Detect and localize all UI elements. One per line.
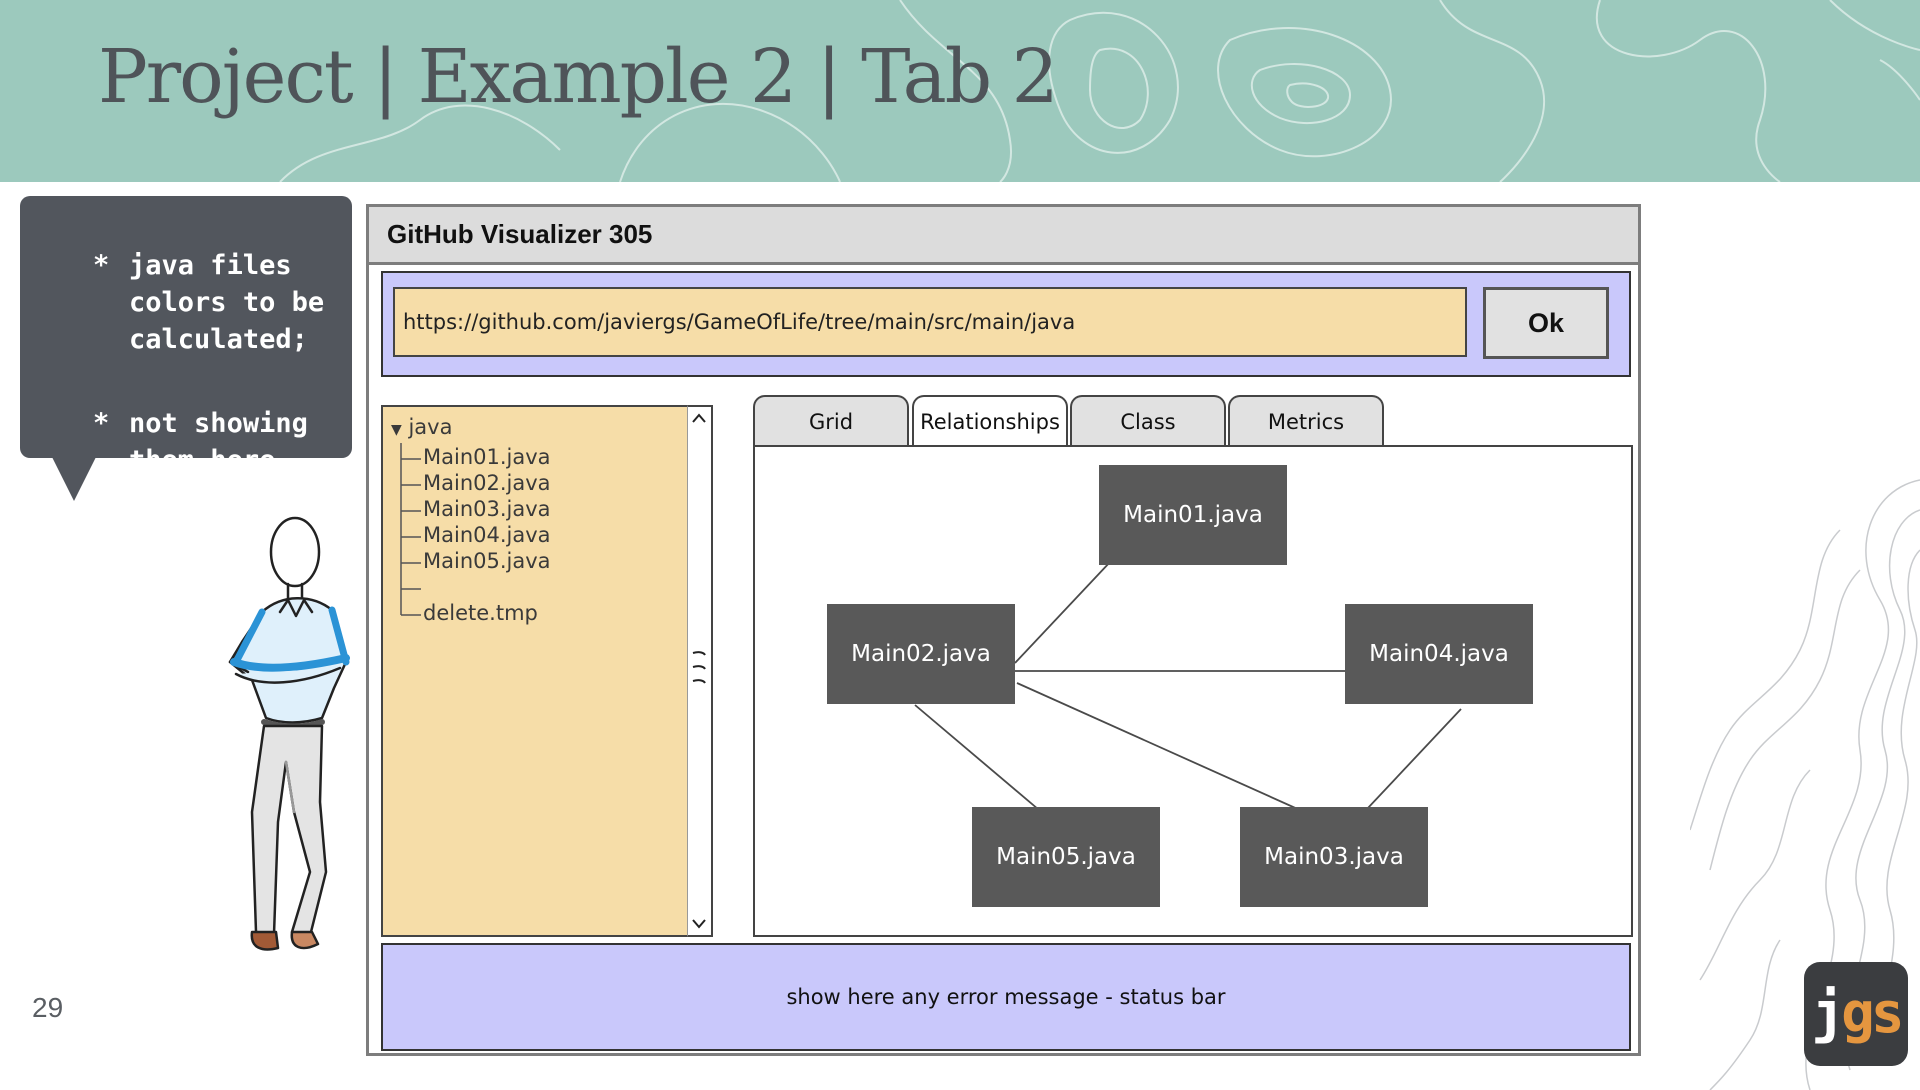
ok-button[interactable]: Ok	[1483, 287, 1609, 359]
tree-item[interactable]: Main05.java	[423, 549, 551, 573]
tab-metrics[interactable]: Metrics	[1228, 395, 1384, 447]
note-text: not showing them here	[129, 408, 308, 476]
url-input[interactable]	[393, 287, 1467, 357]
status-bar: show here any error message - status bar	[381, 943, 1631, 1051]
tree-root[interactable]: ▼ java	[391, 415, 452, 439]
scroll-down-icon[interactable]	[691, 917, 707, 931]
note-item: * not showing them here	[28, 368, 379, 516]
page-title: Project | Example 2 | Tab 2	[98, 34, 1059, 120]
edge-main01-main02	[1014, 560, 1112, 664]
graph-edges	[914, 560, 1462, 816]
graph-node[interactable]: Main04.java	[1345, 604, 1533, 704]
bullet-star: *	[93, 408, 110, 439]
relationships-canvas: Main01.java Main02.java Main04.java Main…	[753, 445, 1633, 937]
graph-node[interactable]: Main05.java	[972, 807, 1160, 907]
note-text: java files colors to be calculated;	[129, 250, 325, 355]
tree-item[interactable]: Main01.java	[423, 445, 551, 469]
app-window: GitHub Visualizer 305 Ok ▼ java Main01.j…	[366, 204, 1641, 1056]
page-number: 29	[32, 992, 64, 1023]
speech-bubble: * java files colors to be calculated; * no…	[20, 196, 352, 476]
logo-text-j: j	[1811, 981, 1845, 1046]
slide-header: Project | Example 2 | Tab 2	[0, 0, 1920, 182]
note-item: * java files colors to be calculated;	[28, 210, 379, 395]
tree-item[interactable]: Main02.java	[423, 471, 551, 495]
scroll-up-icon[interactable]	[691, 411, 707, 425]
logo-text-gs: gs	[1841, 981, 1904, 1046]
app-title: GitHub Visualizer 305	[387, 219, 653, 249]
file-tree[interactable]: ▼ java Main01.java Main02.java Main03.ja…	[381, 405, 697, 937]
jgs-logo: jgs	[1804, 962, 1908, 1066]
tree-connector-lines	[400, 443, 421, 616]
window-titlebar: GitHub Visualizer 305	[369, 207, 1638, 265]
tree-item[interactable]: delete.tmp	[423, 601, 538, 625]
person-illustration	[228, 516, 350, 951]
graph-node[interactable]: Main03.java	[1240, 807, 1428, 907]
scroll-thumb-icon[interactable]	[690, 649, 708, 689]
graph-node[interactable]: Main02.java	[827, 604, 1015, 704]
tab-relationships[interactable]: Relationships	[912, 395, 1068, 449]
tree-root-label: java	[408, 415, 453, 439]
graph-node[interactable]: Main01.java	[1099, 465, 1287, 565]
bullet-star: *	[93, 250, 110, 281]
tree-scrollbar[interactable]	[687, 405, 713, 937]
url-panel: Ok	[381, 271, 1631, 377]
tab-class-diagram[interactable]: Class Diagram	[1070, 395, 1226, 484]
speech-bubble-tail	[52, 457, 96, 501]
tree-item[interactable]: Main03.java	[423, 497, 551, 521]
tree-item[interactable]: Main04.java	[423, 523, 551, 547]
edge-main02-main05	[914, 704, 1046, 816]
topographic-pattern	[279, 0, 1920, 182]
tab-grid[interactable]: Grid	[753, 395, 909, 447]
edge-main02-main03	[1016, 682, 1312, 816]
edge-main04-main03	[1366, 708, 1462, 810]
expand-triangle-icon[interactable]: ▼	[391, 422, 402, 438]
